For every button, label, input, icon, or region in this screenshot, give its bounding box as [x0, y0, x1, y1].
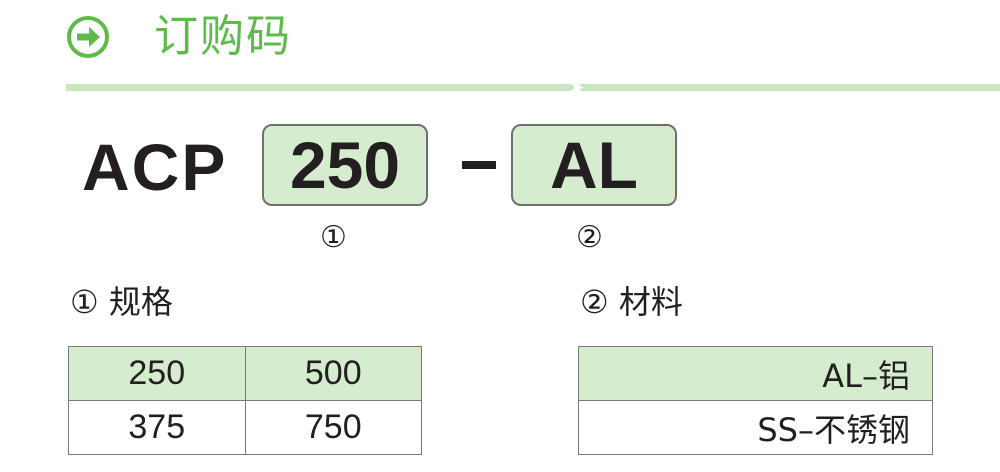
table-row: 375 750 — [68, 400, 422, 455]
table-cell: 500 — [244, 346, 422, 401]
table-cell: 750 — [244, 400, 422, 455]
material-marker: ② — [576, 220, 603, 255]
section-header: 订购码 — [66, 12, 292, 62]
order-code-spec-value: 250 — [289, 128, 401, 202]
header-divider-right — [580, 84, 1000, 91]
table-row: AL–铝 — [578, 346, 933, 401]
material-table: AL–铝 SS–不锈钢 — [578, 346, 933, 455]
spec-marker: ① — [320, 220, 347, 255]
order-code-spec-box: 250 — [262, 124, 428, 206]
order-code-material-box: AL — [511, 124, 677, 206]
header-divider-left — [66, 84, 574, 91]
page-title: 订购码 — [154, 11, 292, 62]
spec-section-label: ① 规格 — [70, 283, 173, 321]
table-cell: AL–铝 — [578, 346, 933, 401]
table-cell: SS–不锈钢 — [578, 400, 933, 455]
table-row: 250 500 — [68, 346, 422, 401]
material-section-label: ② 材料 — [580, 283, 683, 321]
table-cell: 250 — [68, 346, 246, 401]
order-code-material-value: AL — [550, 128, 638, 202]
table-row: SS–不锈钢 — [578, 400, 933, 455]
order-code-prefix: ACP — [82, 130, 228, 204]
order-code-separator — [462, 161, 496, 169]
spec-table: 250 500 375 750 — [68, 346, 422, 455]
table-cell: 375 — [68, 400, 246, 455]
arrow-right-circle-icon — [67, 16, 109, 58]
